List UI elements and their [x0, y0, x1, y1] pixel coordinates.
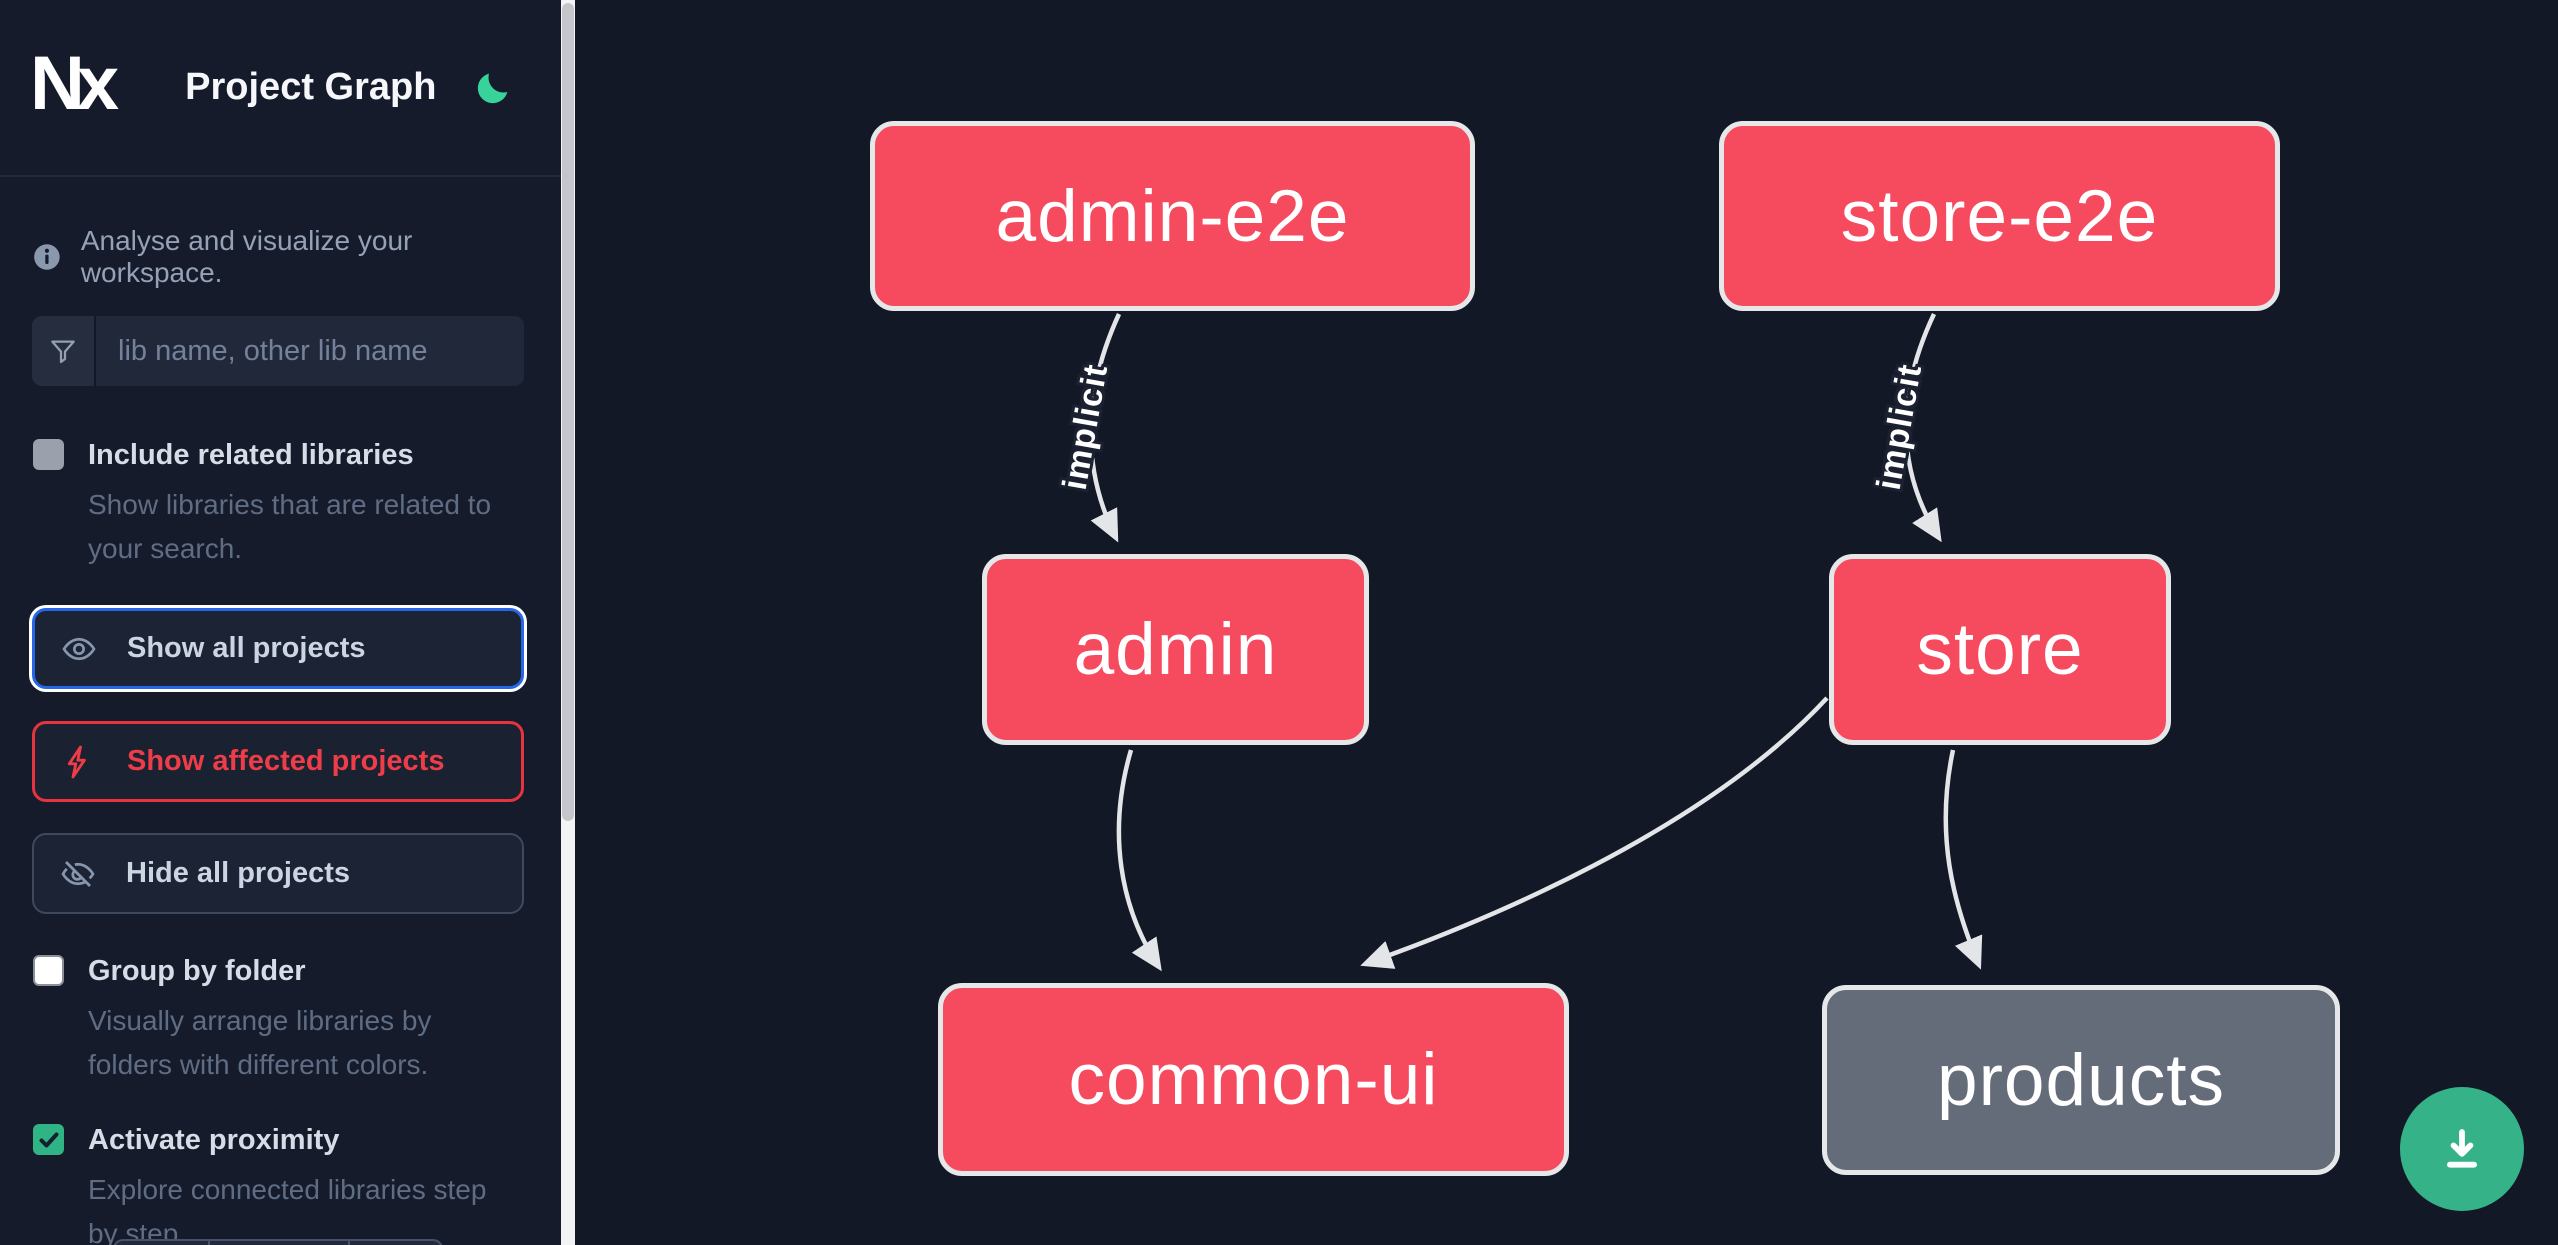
show-affected-projects-label: Show affected projects	[127, 745, 445, 777]
option-include-related: Include related libraries Show libraries…	[33, 437, 503, 571]
graph-node-common-ui[interactable]: common-ui	[938, 983, 1569, 1176]
graph-node-store-e2e[interactable]: store-e2e	[1719, 121, 2280, 311]
tagline: Analyse and visualize your workspace.	[80, 225, 413, 288]
activate-proximity-checkbox[interactable]	[33, 1124, 64, 1155]
edge-admin-e2e-admin	[1088, 313, 1122, 543]
info-icon	[34, 244, 60, 270]
show-affected-projects-button[interactable]: Show affected projects	[32, 721, 524, 802]
option-activate-proximity: Activate proximity Explore connected lib…	[33, 1122, 503, 1245]
show-all-projects-label: Show all projects	[127, 632, 366, 664]
eye-icon	[62, 637, 96, 660]
edge-store-common-ui	[1360, 696, 1829, 969]
edge-store-products	[1943, 749, 1983, 970]
dependency-edges	[1088, 313, 1983, 972]
group-by-folder-label: Group by folder	[88, 955, 306, 987]
sidebar-scrollbar[interactable]	[561, 0, 575, 1245]
lightning-bolt-icon	[67, 745, 86, 778]
graph-node-store[interactable]: store	[1829, 554, 2171, 745]
edge-store-e2e-store	[1903, 313, 1942, 543]
hide-all-projects-button[interactable]: Hide all projects	[32, 833, 524, 914]
dark-mode-toggle[interactable]	[471, 66, 515, 110]
show-all-projects-button[interactable]: Show all projects	[32, 608, 524, 689]
search-input[interactable]	[96, 316, 524, 386]
filter-funnel-icon	[51, 340, 75, 364]
graph-node-products[interactable]: products	[1822, 985, 2340, 1175]
include-related-description: Show libraries that are related to your …	[88, 489, 492, 564]
group-by-folder-checkbox[interactable]	[33, 955, 64, 986]
hide-all-projects-label: Hide all projects	[126, 857, 351, 889]
activate-proximity-description: Explore connected libraries step by step…	[88, 1174, 487, 1245]
filter-icon-cell	[32, 316, 96, 386]
activate-proximity-label: Activate proximity	[88, 1124, 340, 1156]
include-related-label: Include related libraries	[88, 439, 414, 471]
project-graph-canvas[interactable]: implicit implicit admin-e2e store-e2e ad…	[575, 0, 2558, 1245]
include-related-checkbox[interactable]	[33, 439, 64, 470]
nx-logo: Nx	[30, 40, 119, 126]
sidebar: Nx Project Graph Analyse and visualize y…	[0, 0, 561, 1245]
group-by-folder-description: Visually arrange libraries by folders wi…	[88, 1005, 432, 1080]
eye-off-icon	[61, 860, 95, 887]
download-icon	[2447, 1129, 2477, 1168]
check-icon	[39, 1132, 58, 1147]
page-title: Project Graph	[185, 66, 437, 108]
sidebar-header: Nx Project Graph	[0, 0, 561, 177]
tagline-row: Analyse and visualize your workspace.	[0, 177, 561, 289]
option-group-by-folder: Group by folder Visually arrange librari…	[33, 953, 503, 1087]
scrollbar-thumb[interactable]	[562, 3, 574, 821]
graph-node-admin[interactable]: admin	[982, 554, 1369, 745]
moon-icon	[477, 73, 508, 103]
zoom-control-group[interactable]	[113, 1239, 443, 1245]
graph-node-admin-e2e[interactable]: admin-e2e	[870, 121, 1475, 311]
search-box	[32, 316, 524, 386]
edge-admin-common-ui	[1116, 749, 1162, 972]
download-image-button[interactable]	[2400, 1087, 2524, 1211]
